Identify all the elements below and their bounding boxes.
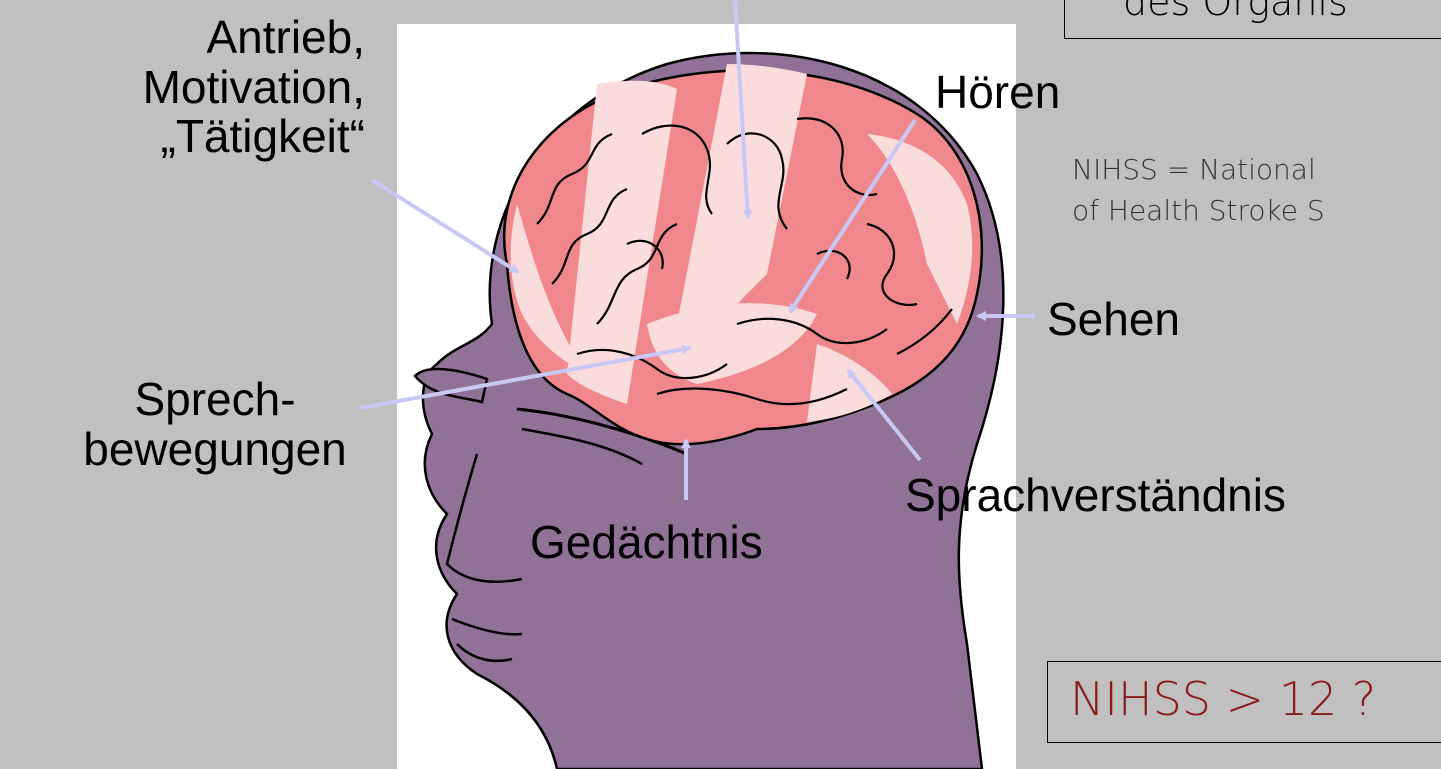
label-antrieb-line1: Antrieb, bbox=[143, 13, 365, 63]
label-sprech-line1: Sprech- bbox=[45, 375, 385, 425]
label-antrieb: Antrieb, Motivation, „Tätigkeit“ bbox=[143, 13, 365, 162]
label-gedaechtnis: Gedächtnis bbox=[530, 518, 763, 568]
label-sprech: Sprech- bewegungen bbox=[45, 375, 385, 474]
label-hoeren: Hören bbox=[935, 68, 1060, 118]
label-sprachverstaendnis: Sprachverständnis bbox=[905, 471, 1286, 521]
label-sehen: Sehen bbox=[1047, 295, 1180, 345]
head-brain-drawing bbox=[397, 24, 1016, 769]
nihss-threshold-box: NIHSS > 12 ? bbox=[1047, 661, 1441, 743]
nihss-threshold-text: NIHSS > 12 ? bbox=[1070, 672, 1376, 726]
top-box-text: des Organis bbox=[1123, 0, 1348, 24]
nihss-note: NIHSS = National of Health Stroke S bbox=[1072, 150, 1325, 231]
label-antrieb-line2: Motivation, bbox=[143, 63, 365, 113]
nihss-note-line1: NIHSS = National bbox=[1072, 150, 1325, 191]
nihss-note-line2: of Health Stroke S bbox=[1072, 191, 1325, 232]
brain-illustration bbox=[397, 24, 1016, 769]
top-box: des Organis bbox=[1064, 0, 1441, 39]
label-sprech-line2: bewegungen bbox=[45, 425, 385, 475]
label-antrieb-line3: „Tätigkeit“ bbox=[143, 112, 365, 162]
